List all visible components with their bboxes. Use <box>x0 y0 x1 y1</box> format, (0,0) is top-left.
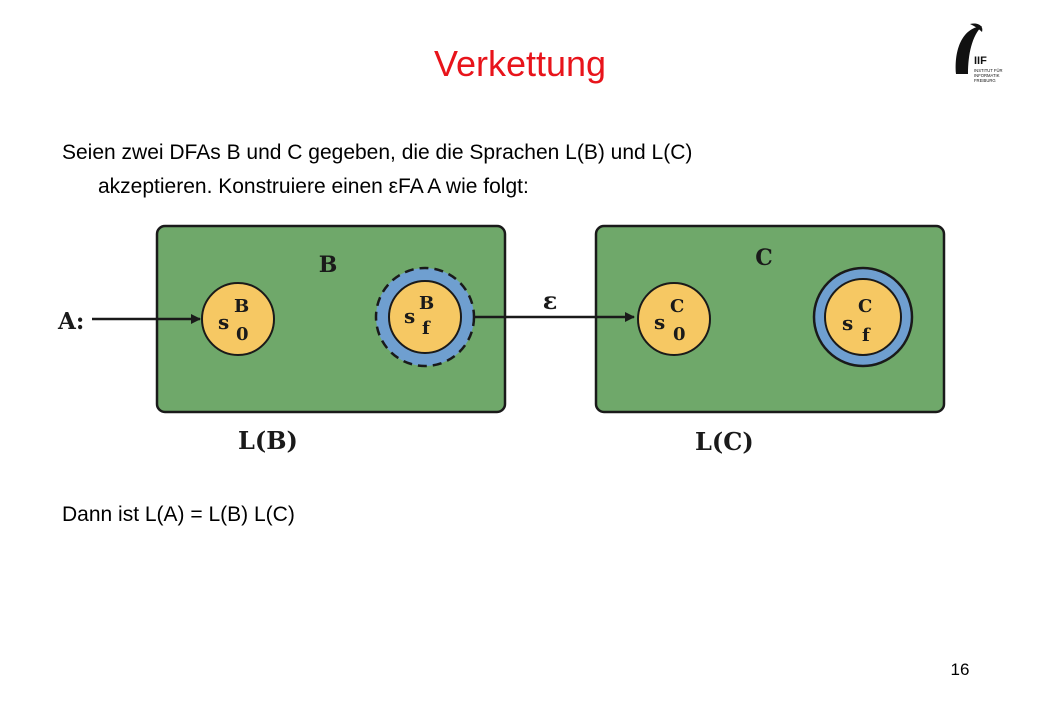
state-c-final-sup: C <box>858 296 872 317</box>
language-c-label: L(C) <box>695 427 754 456</box>
state-b-final-base: s <box>404 304 415 328</box>
state-b-final-sup: B <box>419 293 434 314</box>
page-number: 16 <box>950 660 970 679</box>
state-b-final <box>388 280 462 354</box>
state-c-final <box>824 278 902 356</box>
state-c-start-base: s <box>654 310 665 334</box>
epsilon-label: ε <box>543 286 558 315</box>
body-line-2: akzeptieren. Konstruiere einen εFA A wie… <box>98 175 529 198</box>
state-b-start <box>201 282 275 356</box>
body-text: Seien zwei DFAs B und C gegeben, die die… <box>62 136 1002 204</box>
automaton-b-name: B <box>319 252 338 278</box>
logo-text-line1: INSTITUT FÜR <box>974 68 1003 73</box>
automaton-a-label: A: <box>57 308 84 335</box>
logo-mark-text: IIF <box>974 55 987 67</box>
state-b-start-label: s <box>218 310 229 334</box>
body-line-1: Seien zwei DFAs B und C gegeben, die die… <box>62 141 693 164</box>
slide-title: Verkettung <box>433 43 607 84</box>
state-c-final-base: s <box>842 311 853 335</box>
state-b-final-sub: f <box>422 318 431 339</box>
state-b-start-sup: B <box>234 296 249 317</box>
state-b-start-base: s <box>218 310 229 334</box>
state-b-start-sub: 0 <box>236 324 249 345</box>
logo-flame-mark <box>955 26 982 74</box>
university-logo: IIF INSTITUT FÜR INFORMATIK FREIBURG <box>955 23 1003 83</box>
logo-text-line2: INFORMATIK <box>974 73 1000 78</box>
language-b-label: L(B) <box>238 426 298 455</box>
state-c-start-sup: C <box>670 296 684 317</box>
state-c-final-sub: f <box>862 325 871 346</box>
logo-text-line3: FREIBURG <box>974 78 996 83</box>
state-c-start <box>637 282 711 356</box>
state-c-start-sub: 0 <box>673 324 686 345</box>
logo-flame-tip <box>970 23 983 32</box>
automaton-c-name: C <box>755 245 773 271</box>
conclusion-text: Dann ist L(A) = L(B) L(C) <box>62 503 295 526</box>
